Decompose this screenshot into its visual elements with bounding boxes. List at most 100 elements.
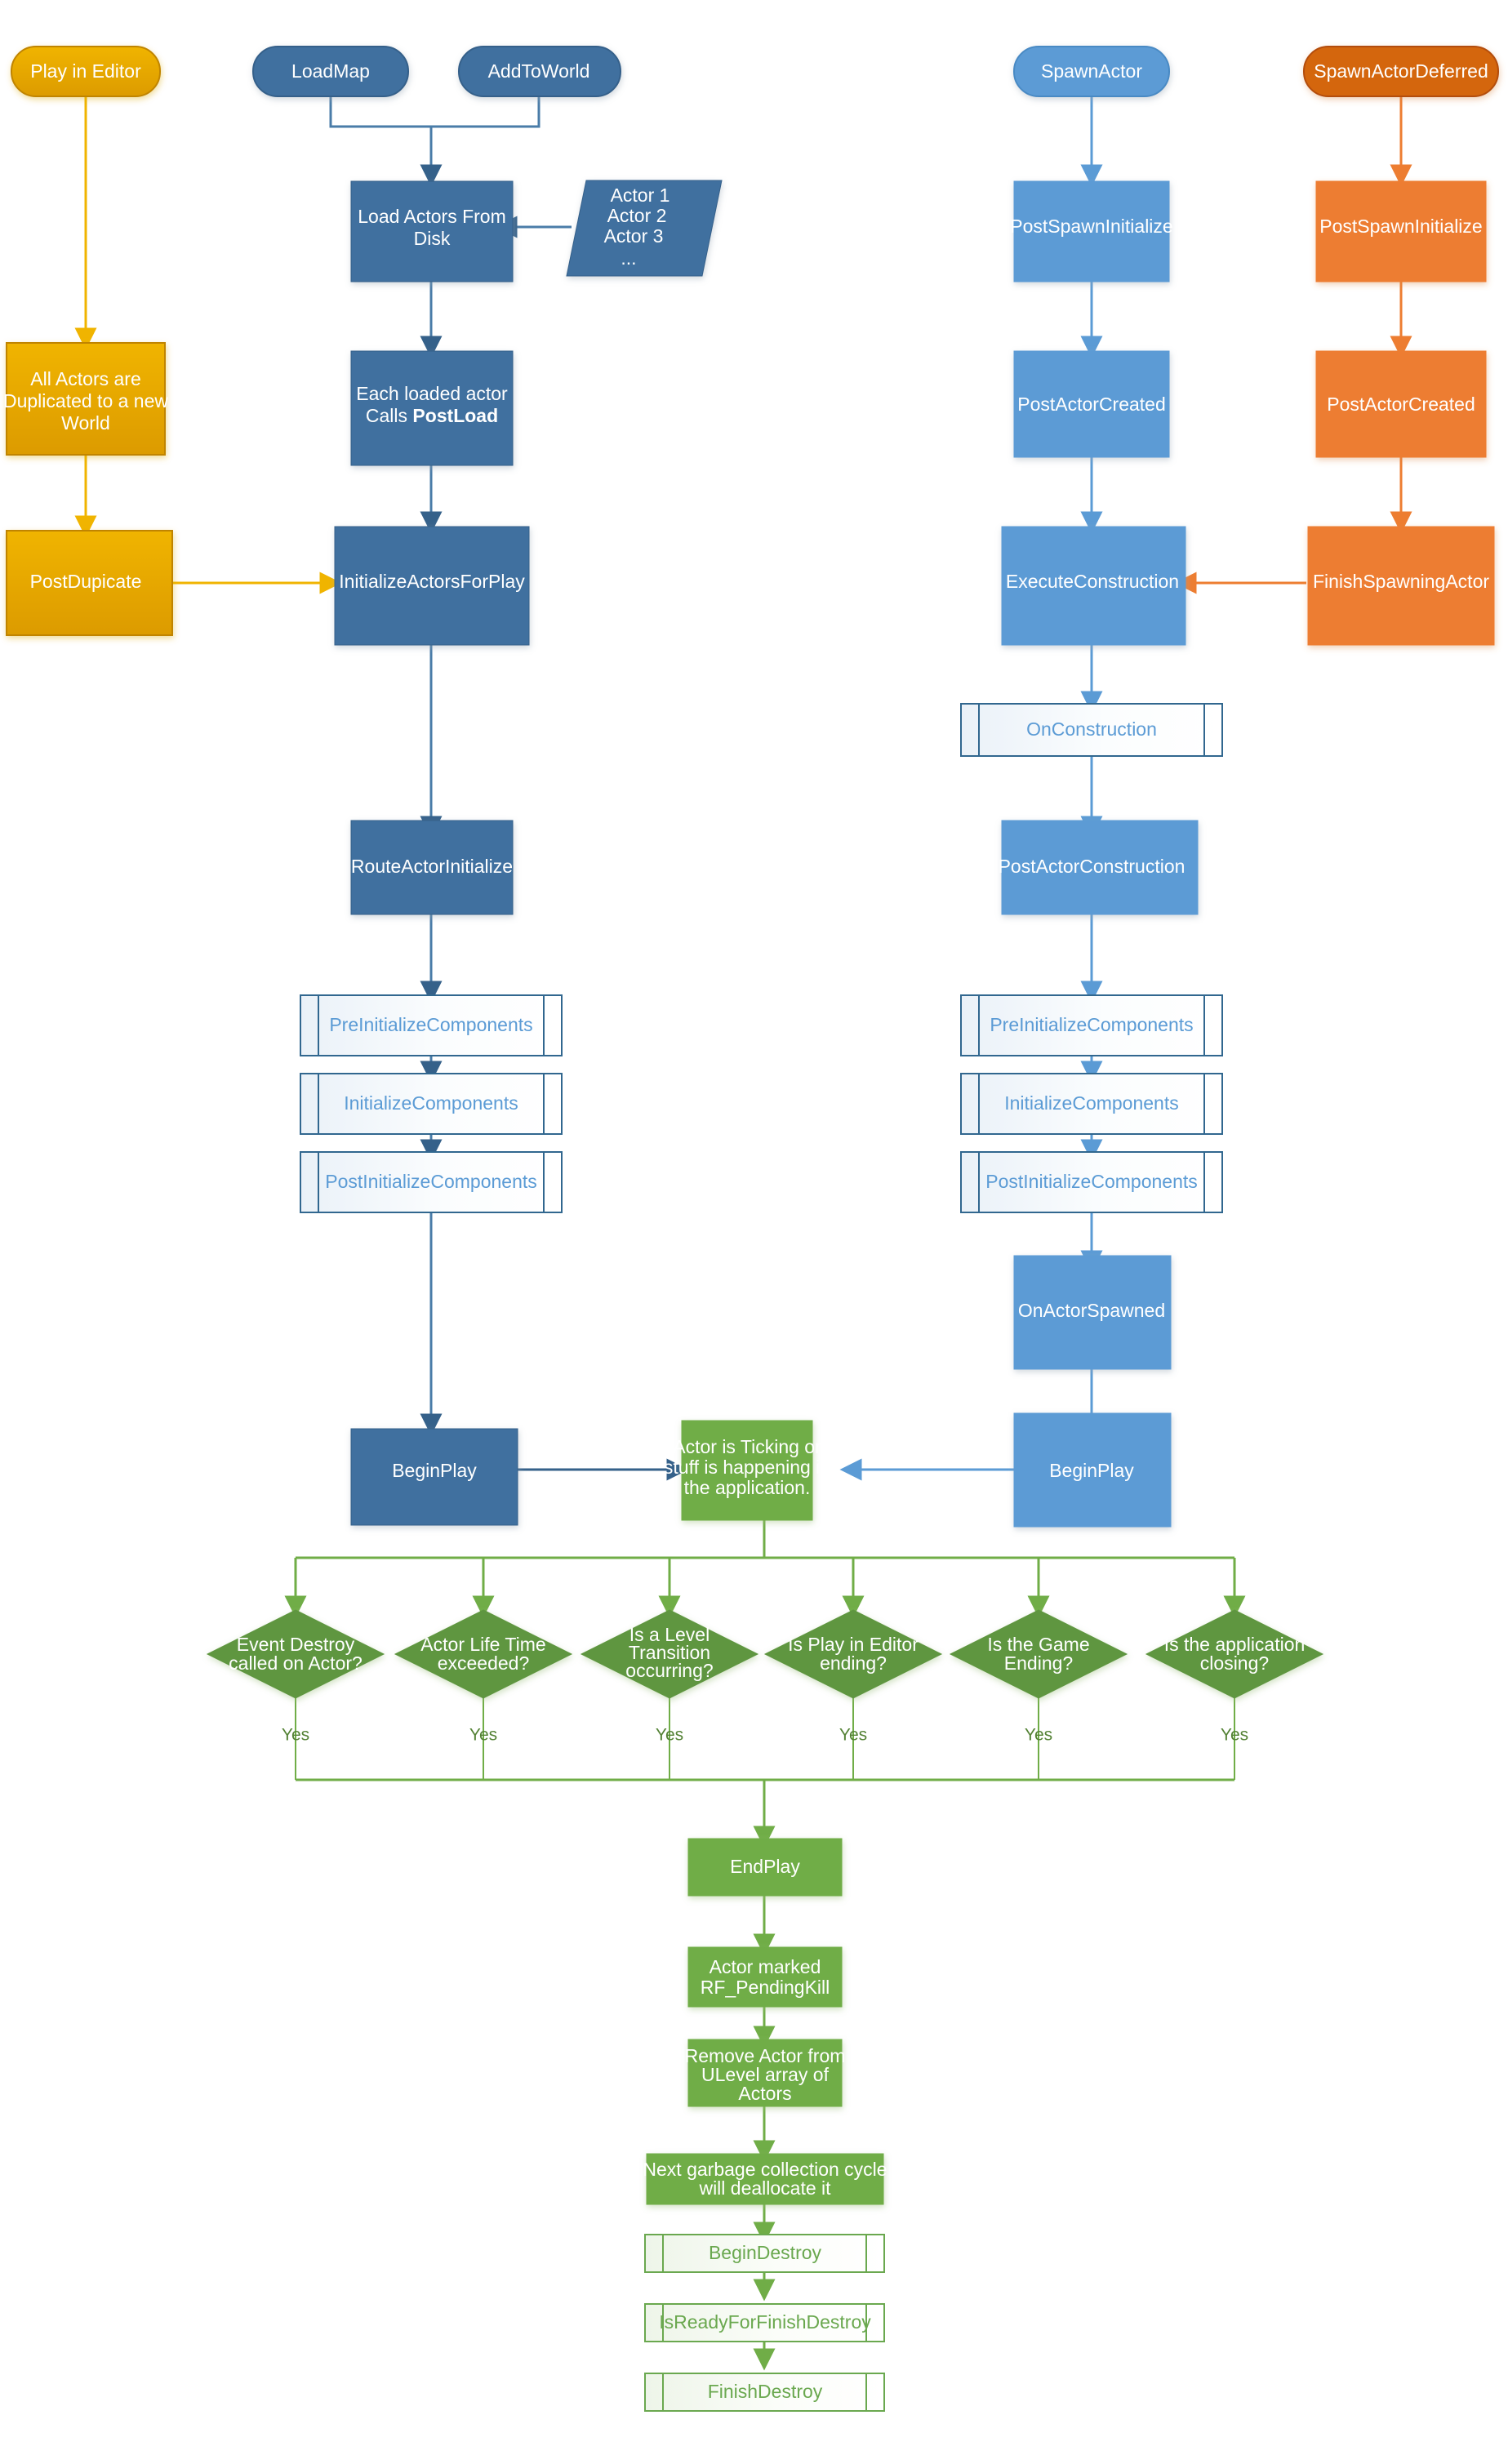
node-label-line1: Remove Actor from (685, 2045, 846, 2066)
decision-answer-label: Yes (1025, 1726, 1052, 1745)
node-label-line2: Duplicated to a new (3, 390, 168, 411)
node-postinitializecomponents-left[interactable]: PostInitializeComponents (300, 1151, 563, 1213)
node-addtoworld[interactable]: AddToWorld (458, 46, 621, 97)
postload-call-word: Calls (366, 405, 413, 426)
node-postinitializecomponents-right[interactable]: PostInitializeComponents (960, 1151, 1223, 1213)
decision-is-the-application-closing[interactable]: Is the application closing? Yes (1145, 1609, 1324, 1745)
node-preinitializecomponents-right[interactable]: PreInitializeComponents (960, 994, 1223, 1056)
decision-is-the-game-ending[interactable]: Is the Game Ending? Yes (949, 1609, 1128, 1745)
node-executeconstruction[interactable]: ExecuteConstruction (1001, 526, 1186, 646)
node-label: PostSpawnInitialize (1319, 216, 1482, 237)
decision-label-line1: Is a Level (629, 1624, 710, 1645)
decision-answer-label: Yes (839, 1726, 867, 1745)
decision-answer-label: Yes (282, 1726, 309, 1745)
node-initializeactorsforplay[interactable]: InitializeActorsForPlay (334, 526, 530, 646)
node-label: PostActorCreated (1017, 394, 1166, 415)
decision-label-line2: Ending? (1004, 1652, 1073, 1674)
decision-label-line1: Is Play in Editor (788, 1634, 919, 1655)
node-beginplay-spawnactor[interactable]: BeginPlay (1013, 1412, 1172, 1528)
node-initializecomponents-right[interactable]: InitializeComponents (960, 1073, 1223, 1135)
node-label: AddToWorld (488, 60, 590, 82)
node-label-line1: Actor is Ticking or (673, 1436, 821, 1457)
node-spawnactordeferred[interactable]: SpawnActorDeferred (1303, 46, 1499, 97)
node-postspawninitialize-deferred[interactable]: PostSpawnInitialize (1315, 180, 1487, 282)
node-next-garbage-collection-cycle[interactable]: Next garbage collection cycle will deall… (643, 2153, 887, 2205)
decision-is-a-level-transition-occurring[interactable]: Is a Level Transition occurring? Yes (580, 1609, 759, 1745)
node-label: InitializeActorsForPlay (339, 571, 525, 592)
node-label: InitializeComponents (344, 1092, 518, 1114)
data-line-2: Actor 2 (607, 205, 667, 226)
decision-event-destroy-called-on-actor[interactable]: Event Destroy called on Actor? Yes (206, 1609, 385, 1745)
node-loadmap[interactable]: LoadMap (252, 46, 409, 97)
node-actor-list-data[interactable]: Actor 1 Actor 2 Actor 3 ... (566, 180, 723, 277)
decision-label-line1: Event Destroy (237, 1634, 355, 1655)
decision-label-line2: ending? (820, 1652, 887, 1674)
decision-actor-life-time-exceeded[interactable]: Actor Life Time exceeded? Yes (394, 1609, 573, 1745)
node-label: PostInitializeComponents (985, 1171, 1198, 1192)
node-postactorconstruction[interactable]: PostActorConstruction (999, 820, 1199, 915)
node-finishdestroy[interactable]: FinishDestroy (644, 2373, 885, 2412)
node-initializecomponents-left[interactable]: InitializeComponents (300, 1073, 563, 1135)
node-label: ExecuteConstruction (1006, 571, 1179, 592)
node-label: BeginPlay (1049, 1460, 1134, 1481)
decision-label-line2: exceeded? (438, 1652, 530, 1674)
node-actor-marked-pendingkill[interactable]: Actor marked RF_PendingKill (687, 1946, 843, 2008)
node-label: FinishDestroy (708, 2381, 823, 2402)
node-label: IsReadyForFinishDestroy (659, 2311, 871, 2333)
data-line-1: Actor 1 (611, 185, 670, 206)
node-label: SpawnActor (1041, 60, 1142, 82)
postload-bold-word: PostLoad (412, 405, 498, 426)
data-line-3: Actor 3 (604, 225, 664, 247)
node-spawnactor[interactable]: SpawnActor (1013, 46, 1170, 97)
node-label: OnConstruction (1026, 718, 1157, 740)
node-begindestroy[interactable]: BeginDestroy (644, 2234, 885, 2273)
decision-label-line1: Actor Life Time (420, 1634, 545, 1655)
node-isreadyforfinishdestroy[interactable]: IsReadyForFinishDestroy (644, 2303, 885, 2342)
decision-answer-label: Yes (656, 1726, 683, 1745)
node-label-line1: Next garbage collection cycle (643, 2159, 887, 2180)
node-all-actors-duplicated[interactable]: All Actors are Duplicated to a new World (3, 342, 168, 456)
node-play-in-editor[interactable]: Play in Editor (11, 46, 161, 97)
node-routeactorinitialize[interactable]: RouteActorInitialize (350, 820, 514, 915)
node-label-line1: All Actors are (30, 368, 141, 389)
node-label: PreInitializeComponents (990, 1014, 1193, 1035)
node-label: RouteActorInitialize (351, 856, 513, 877)
node-label: PreInitializeComponents (329, 1014, 532, 1035)
node-onactorspawned[interactable]: OnActorSpawned (1013, 1255, 1172, 1370)
node-postspawninitialize-spawnactor[interactable]: PostSpawnInitialize (1010, 180, 1173, 282)
node-label-line1: Load Actors From (358, 206, 506, 227)
node-label: Play in Editor (30, 60, 141, 82)
node-postdupicate[interactable]: PostDupicate (6, 530, 173, 636)
node-remove-actor-from-ulevel[interactable]: Remove Actor from ULevel array of Actors (685, 2039, 846, 2107)
node-onconstruction[interactable]: OnConstruction (960, 703, 1223, 757)
node-label: OnActorSpawned (1018, 1300, 1165, 1321)
node-postactorcreated-deferred[interactable]: PostActorCreated (1315, 350, 1487, 458)
node-label-line2: Disk (414, 228, 451, 249)
node-actor-is-ticking[interactable]: Actor is Ticking or stuff is happening i… (664, 1420, 830, 1521)
node-label-line2: ULevel array of (701, 2064, 830, 2085)
node-label: SpawnActorDeferred (1314, 60, 1488, 82)
node-label: PostInitializeComponents (325, 1171, 537, 1192)
node-load-actors-from-disk[interactable]: Load Actors From Disk (350, 180, 514, 282)
node-each-loaded-actor-calls-postload[interactable]: Each loaded actor Calls PostLoad (350, 350, 514, 466)
decision-label-line2: Transition (629, 1642, 710, 1663)
decision-is-play-in-editor-ending[interactable]: Is Play in Editor ending? Yes (763, 1609, 943, 1745)
node-label-line2: stuff is happening in (664, 1457, 830, 1478)
node-label-line3: Actors (738, 2083, 791, 2104)
node-label-line3: World (61, 412, 110, 434)
node-preinitializecomponents-left[interactable]: PreInitializeComponents (300, 994, 563, 1056)
node-label: EndPlay (730, 1856, 800, 1877)
node-label-line2: RF_PendingKill (701, 1977, 830, 1998)
node-beginplay-loadmap[interactable]: BeginPlay (350, 1428, 518, 1526)
node-label: InitializeComponents (1004, 1092, 1179, 1114)
node-label-line3: the application. (684, 1477, 811, 1498)
decision-label-line2: closing? (1200, 1652, 1269, 1674)
node-label-line1: Actor marked (710, 1956, 821, 1977)
node-postactorcreated-spawnactor[interactable]: PostActorCreated (1013, 350, 1170, 458)
node-finishspawningactor[interactable]: FinishSpawningActor (1307, 526, 1495, 646)
data-line-4: ... (621, 247, 636, 269)
node-endplay[interactable]: EndPlay (687, 1838, 843, 1897)
node-label: BeginPlay (392, 1460, 477, 1481)
